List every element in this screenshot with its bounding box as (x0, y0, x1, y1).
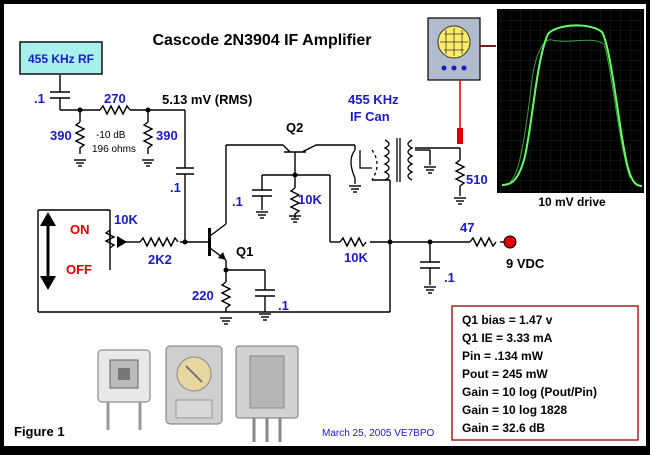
arrow-up-icon (40, 212, 56, 226)
circuit-wiring (37, 75, 508, 313)
black-labels: 5.13 mV (RMS) Q2 Q1 9 VDC 10 mV drive Fi… (14, 92, 606, 439)
label-r-feedback: 10K (344, 250, 368, 265)
supply-terminal-icon[interactable] (503, 235, 517, 249)
source-label: 455 KHz RF (28, 52, 94, 66)
oscilloscope-icon (427, 17, 481, 81)
label-q1: Q1 (236, 244, 253, 259)
label-r-q2-base: 10K (298, 192, 322, 207)
switch-arrow[interactable] (40, 212, 56, 290)
resistor-220 (220, 281, 232, 312)
label-r-emitter: 220 (192, 288, 214, 303)
switch-on-label: ON (70, 222, 90, 237)
result-line: Q1 bias = 1.47 v (462, 313, 553, 327)
scope-trace-display (497, 9, 644, 193)
results-list: Q1 bias = 1.47 v Q1 IE = 3.33 mA Pin = .… (462, 313, 597, 435)
result-line: Gain = 10 log 1828 (462, 403, 567, 417)
credit-line: March 25, 2005 VE7BPO (322, 428, 435, 439)
figure-label: Figure 1 (14, 424, 65, 439)
result-line: Q1 IE = 3.33 mA (462, 331, 553, 345)
resistors (74, 104, 497, 312)
label-c-supply: .1 (444, 270, 455, 285)
label-r-right: 390 (156, 128, 178, 143)
component-photo-trimmer (97, 349, 151, 430)
label-r-base: 2K2 (148, 252, 172, 267)
result-line: Gain = 32.6 dB (462, 421, 545, 435)
result-line: Gain = 10 log (Pout/Pin) (462, 385, 597, 399)
attenuator-note-2: 196 ohms (92, 144, 136, 155)
if-can-label-1: 455 KHz (348, 92, 399, 107)
resistor-2k2 (139, 236, 179, 248)
label-c-emitter: .1 (278, 298, 289, 313)
results-box (451, 305, 639, 441)
result-line: Pin = .134 mW (462, 349, 544, 363)
signal-level: 5.13 mV (RMS) (162, 92, 252, 107)
if-can-label-2: IF Can (350, 109, 390, 124)
label-q2: Q2 (286, 120, 303, 135)
component-photo-if-can-side (235, 345, 299, 442)
component-labels: .1 270 390 390 .1 .1 10K 10K 2K2 220 .1 … (34, 91, 488, 313)
scope-caption: 10 mV drive (538, 195, 606, 209)
resistor-270 (99, 104, 131, 116)
resistor-10k-feedback (339, 236, 367, 248)
resistor-390-right (142, 121, 154, 154)
label-c-coupling: .1 (170, 180, 181, 195)
label-pot: 10K (114, 212, 138, 227)
label-r-supply: 47 (460, 220, 474, 235)
label-r-load: 510 (466, 172, 488, 187)
supply-label: 9 VDC (506, 256, 545, 271)
switch-off-label: OFF (66, 262, 92, 277)
result-line: Pout = 245 mW (462, 367, 548, 381)
resistor-47 (469, 236, 497, 248)
label-r-left: 390 (50, 128, 72, 143)
pot-wiper-arrow-icon[interactable] (117, 236, 127, 248)
attenuator-note-1: -10 dB (96, 130, 126, 141)
page-title: Cascode 2N3904 IF Amplifier (152, 32, 371, 49)
resistor-10k-q2 (289, 187, 301, 218)
potentiometer-10k (104, 229, 116, 249)
component-photo-if-can-top (165, 345, 223, 425)
resistor-390-left (74, 121, 86, 154)
transformer-coil-icon (350, 138, 414, 184)
arrow-down-icon (40, 276, 56, 290)
label-c-q2-base: .1 (232, 194, 243, 209)
source-box (19, 41, 103, 75)
label-c-in: .1 (34, 91, 45, 106)
resistor-510 (454, 159, 466, 187)
label-r-series: 270 (104, 91, 126, 106)
